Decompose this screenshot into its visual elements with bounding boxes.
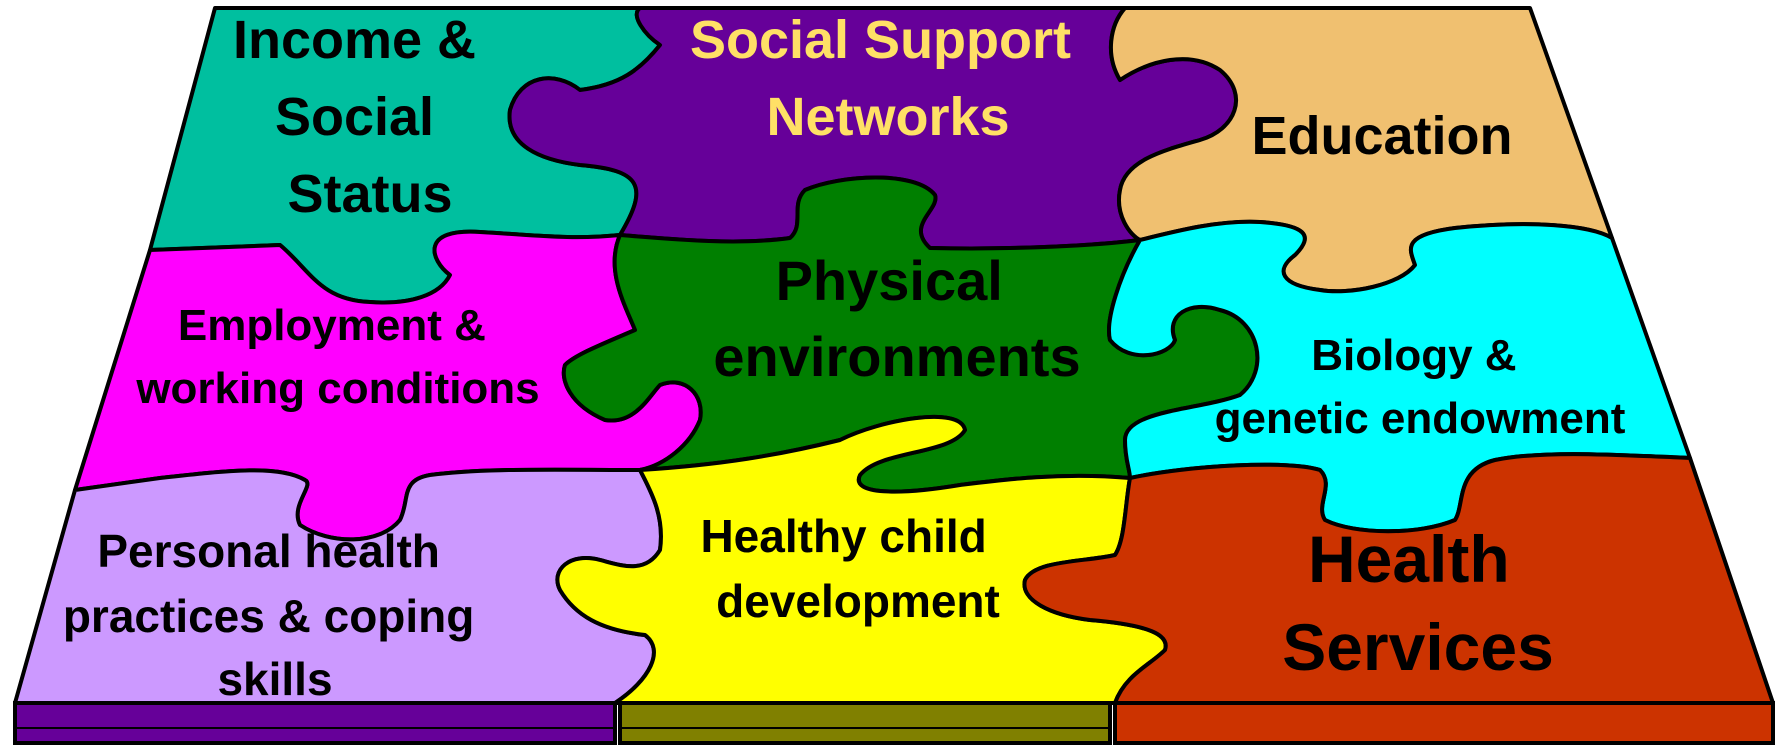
piece-health xyxy=(1022,452,1775,705)
label-personal: Personal health practices & coping skill… xyxy=(63,525,487,705)
label-employment: Employment & working conditions xyxy=(135,301,539,413)
label-physical: Physical environments xyxy=(713,249,1080,388)
edge-left xyxy=(13,701,617,745)
label-health: Health Services xyxy=(1282,522,1554,684)
label-education: Education xyxy=(1251,106,1512,166)
label-social: Social Support Networks xyxy=(690,10,1086,147)
edge-middle xyxy=(618,701,1112,745)
edge-right xyxy=(1113,701,1775,745)
label-child: Healthy child development xyxy=(700,510,999,627)
label-biology: Biology & genetic endowment xyxy=(1215,331,1626,443)
label-income: Income & Social Status xyxy=(233,10,491,224)
